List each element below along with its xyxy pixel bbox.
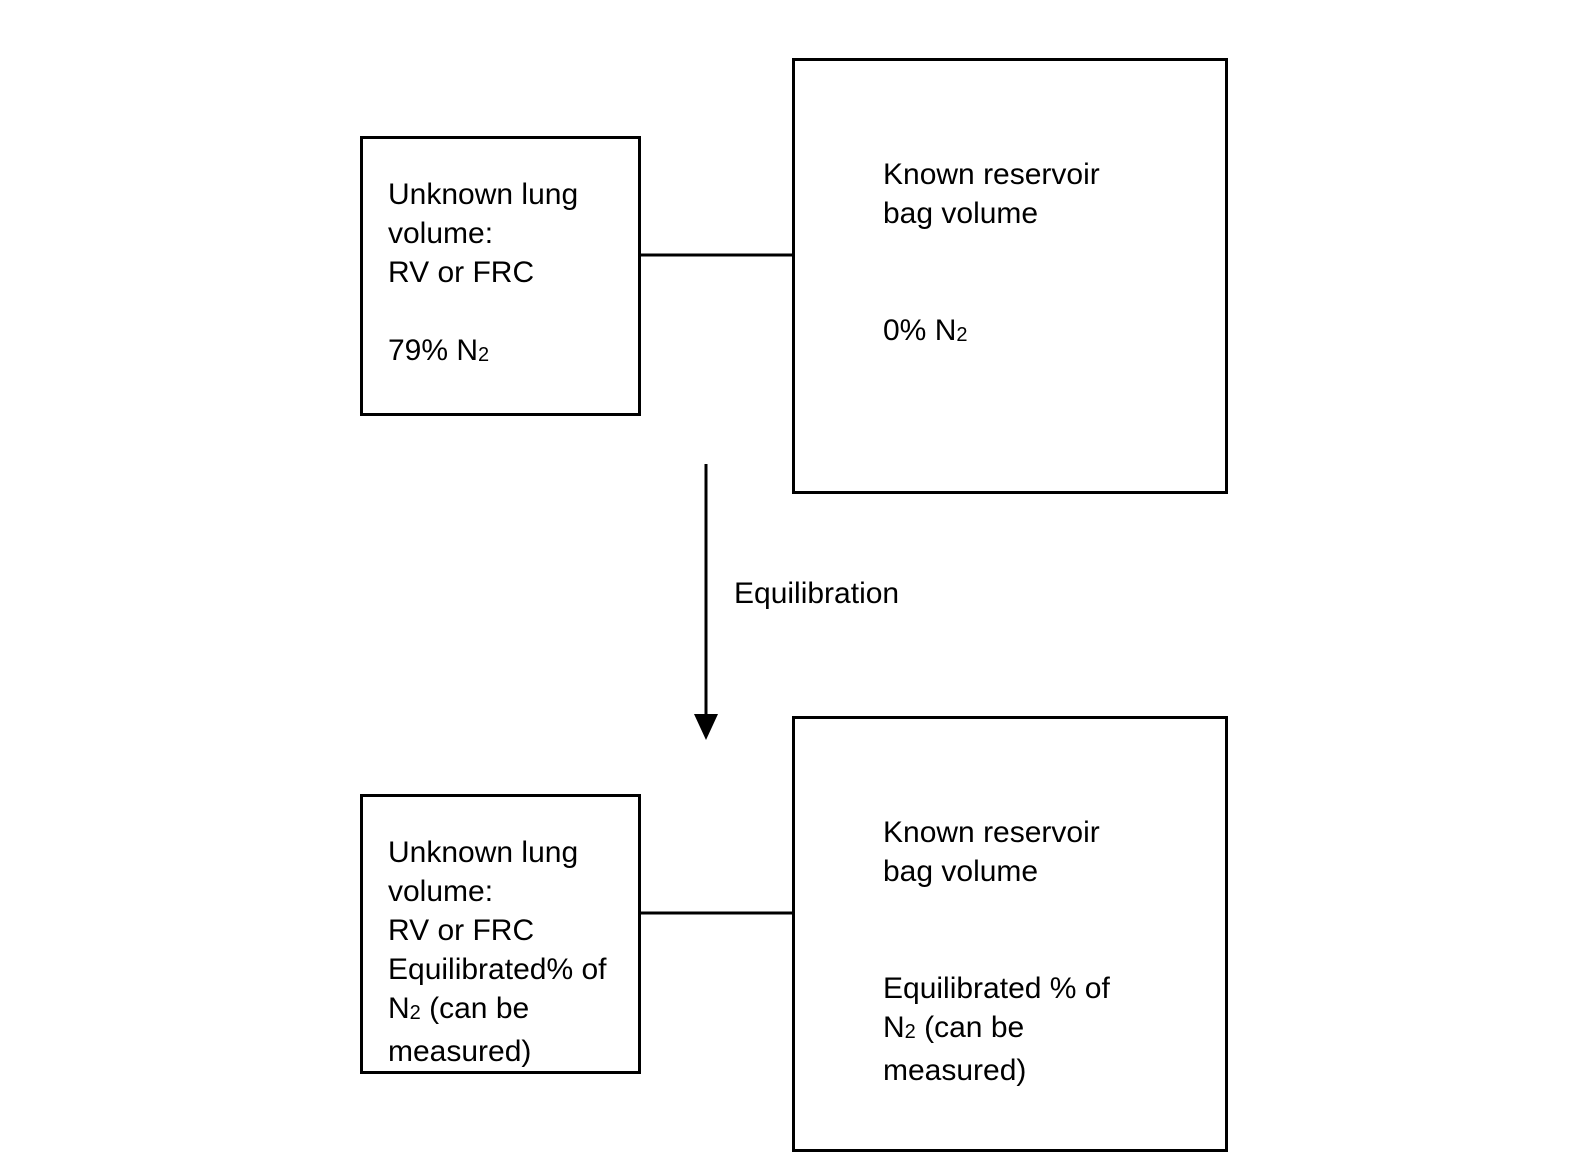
bottom-lung-line3: RV or FRC <box>388 914 535 947</box>
bottom-lung-line2: volume: <box>388 875 494 908</box>
top-lung-text: Unknown lung volume: RV or FRC 79% N2 <box>388 175 578 374</box>
top-lung-box <box>360 136 641 416</box>
top-bag-n2-prefix: 0% N <box>883 314 957 347</box>
bottom-lung-line4: Equilibrated% of <box>388 953 607 986</box>
bottom-lung-n2: N2 (can be <box>388 989 606 1032</box>
bottom-lung-n2-sub: 2 <box>409 1002 421 1024</box>
top-bag-n2: 0% N2 <box>883 311 1100 354</box>
top-lung-n2: 79% N2 <box>388 331 578 374</box>
top-bag-line2: bag volume <box>883 197 1039 230</box>
top-lung-line1: Unknown lung <box>388 178 579 211</box>
top-bag-box <box>792 58 1228 494</box>
bottom-bag-n2-sub: 2 <box>904 1021 916 1043</box>
bottom-bag-n2-prefix: N <box>883 1011 905 1044</box>
equilibration-arrow-head <box>694 714 718 740</box>
bottom-bag-text: Known reservoir bag volume Equilibrated … <box>883 813 1110 1090</box>
top-bag-text: Known reservoir bag volume 0% N2 <box>883 155 1100 354</box>
equilibration-label: Equilibration <box>734 577 900 610</box>
bottom-bag-line2: bag volume <box>883 855 1039 888</box>
bottom-bag-line1: Known reservoir <box>883 816 1100 849</box>
top-lung-n2-sub: 2 <box>478 344 490 366</box>
bottom-lung-line1: Unknown lung <box>388 836 579 869</box>
bottom-lung-box <box>360 794 641 1074</box>
top-bag-line1: Known reservoir <box>883 158 1100 191</box>
top-lung-n2-prefix: 79% N <box>388 334 479 367</box>
bottom-lung-n2-suffix: (can be <box>420 992 530 1025</box>
bottom-bag-line3: Equilibrated % of <box>883 972 1110 1005</box>
bottom-bag-line5: measured) <box>883 1054 1027 1087</box>
top-lung-line3: RV or FRC <box>388 256 535 289</box>
bottom-bag-n2: N2 (can be <box>883 1008 1110 1051</box>
bottom-lung-text: Unknown lung volume: RV or FRC Equilibra… <box>388 833 606 1071</box>
top-lung-line2: volume: <box>388 217 494 250</box>
bottom-bag-n2-suffix: (can be <box>915 1011 1025 1044</box>
top-bag-n2-sub: 2 <box>956 324 968 346</box>
bottom-lung-line6: measured) <box>388 1035 532 1068</box>
bottom-lung-n2-prefix: N <box>388 992 410 1025</box>
bottom-bag-box <box>792 716 1228 1152</box>
